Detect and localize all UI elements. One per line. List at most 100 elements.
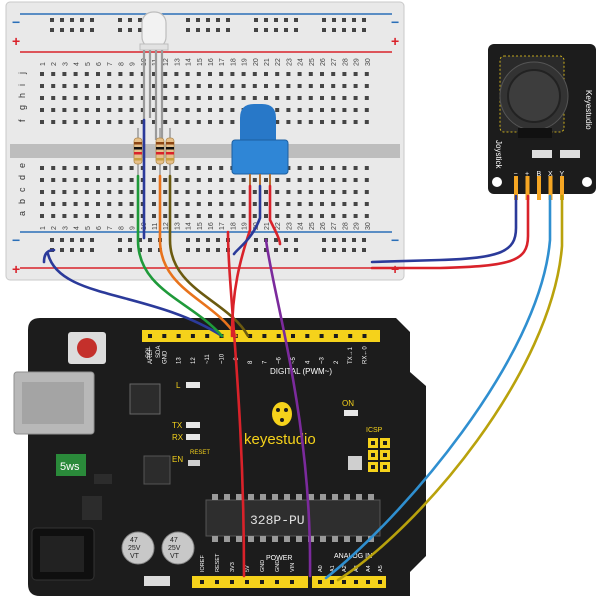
column-number: 28 — [342, 222, 349, 230]
breadboard-hole — [96, 72, 100, 76]
digital-pin-hole[interactable] — [205, 334, 210, 338]
digital-pin-hole[interactable] — [305, 334, 310, 338]
rail-hole — [362, 248, 366, 252]
breadboard-hole — [107, 202, 112, 206]
rail-hole — [80, 238, 84, 242]
breadboard-hole — [51, 178, 56, 182]
analog-pin-hole[interactable] — [330, 580, 334, 584]
breadboard-hole — [129, 202, 134, 206]
column-number: 6 — [96, 226, 103, 230]
power-pin-hole[interactable] — [290, 580, 294, 584]
breadboard-hole — [342, 202, 347, 206]
breadboard-hole — [185, 84, 190, 88]
breadboard-hole — [152, 178, 156, 182]
column-number: 26 — [320, 58, 327, 66]
breadboard-hole — [40, 120, 44, 124]
breadboard-hole — [364, 214, 369, 218]
column-number: 2 — [51, 226, 58, 230]
breadboard-hole — [62, 96, 67, 100]
digital-pin-label: GND — [162, 350, 168, 364]
analog-header — [312, 576, 386, 588]
digital-pin-hole[interactable] — [333, 334, 338, 338]
rail-hole — [138, 238, 142, 242]
breadboard-hole — [353, 84, 358, 88]
digital-pin-hole[interactable] — [362, 334, 367, 338]
column-number: 5 — [85, 226, 92, 230]
analog-pin-hole[interactable] — [354, 580, 358, 584]
breadboard-hole — [308, 178, 313, 182]
breadboard-hole — [152, 190, 156, 194]
rail-hole — [148, 238, 152, 242]
breadboard-hole — [308, 190, 313, 194]
breadboard-hole — [73, 84, 78, 88]
rail-hole — [342, 18, 346, 22]
digital-pin-hole[interactable] — [176, 334, 181, 338]
power-pin-hole[interactable] — [230, 580, 234, 584]
breadboard-hole — [62, 178, 67, 182]
digital-pin-hole[interactable] — [162, 334, 167, 338]
breadboard-hole — [152, 108, 156, 112]
rail-hole — [284, 28, 288, 32]
breadboard-hole — [107, 84, 112, 88]
led-on — [344, 410, 358, 416]
breadboard-hole — [140, 108, 145, 112]
digital-pin-hole[interactable] — [348, 334, 353, 338]
breadboard-hole — [208, 120, 212, 124]
breadboard-hole — [230, 178, 235, 182]
breadboard-hole — [196, 120, 201, 124]
power-pin-hole[interactable] — [200, 580, 204, 584]
breadboard-hole — [208, 178, 212, 182]
digital-pin-hole[interactable] — [248, 334, 253, 338]
reset-button-cap[interactable] — [77, 338, 97, 358]
power-pin-hole[interactable] — [215, 580, 219, 584]
row-letter: b — [17, 199, 27, 204]
digital-pin-hole[interactable] — [148, 334, 152, 338]
breadboard-hole — [252, 178, 257, 182]
analog-pin-hole[interactable] — [366, 580, 370, 584]
breadboard-hole — [364, 108, 369, 112]
rail-hole — [216, 248, 220, 252]
breadboard-hole — [196, 84, 201, 88]
analog-pin-hole[interactable] — [342, 580, 346, 584]
analog-pin-hole[interactable] — [378, 580, 382, 584]
rail-hole — [80, 248, 84, 252]
column-number: 27 — [331, 222, 338, 230]
capacitor-1: 47 25V VT — [121, 531, 155, 565]
breadboard-hole — [174, 178, 179, 182]
regulator — [56, 454, 86, 476]
breadboard-hole — [73, 214, 78, 218]
digital-pin-hole[interactable] — [291, 334, 295, 338]
breadboard-hole — [241, 84, 246, 88]
breadboard-hole — [342, 84, 347, 88]
column-number: 1 — [40, 226, 47, 230]
column-number: 14 — [186, 58, 193, 66]
digital-pin-hole[interactable] — [276, 334, 281, 338]
breadboard-hole — [208, 202, 212, 206]
breadboard-hole — [241, 96, 246, 100]
analog-pin-hole[interactable] — [318, 580, 322, 584]
power-pin-hole[interactable] — [260, 580, 264, 584]
digital-pin-hole[interactable] — [319, 334, 324, 338]
breadboard-hole — [174, 166, 179, 170]
digital-pin-hole[interactable] — [190, 334, 195, 338]
power-pin-hole[interactable] — [245, 580, 249, 584]
breadboard-hole — [129, 178, 134, 182]
breadboard-hole — [118, 72, 123, 76]
breadboard-hole — [353, 120, 358, 124]
rail-hole — [206, 28, 210, 32]
joystick-pin-label: X — [548, 171, 553, 178]
power-pin-hole[interactable] — [275, 580, 279, 584]
breadboard-hole — [40, 72, 44, 76]
top-left-minus: − — [12, 14, 20, 30]
row-letter: j — [17, 72, 27, 75]
breadboard-hole — [297, 72, 302, 76]
breadboard-hole — [118, 96, 123, 100]
digital-pin-hole[interactable] — [262, 334, 267, 338]
reset-label: RESET — [190, 450, 210, 456]
led-rx — [186, 434, 200, 440]
column-number: 22 — [275, 58, 282, 66]
wire-purple — [264, 238, 312, 578]
digital-pin-label: 12 — [191, 357, 197, 364]
breadboard-hole — [230, 202, 235, 206]
